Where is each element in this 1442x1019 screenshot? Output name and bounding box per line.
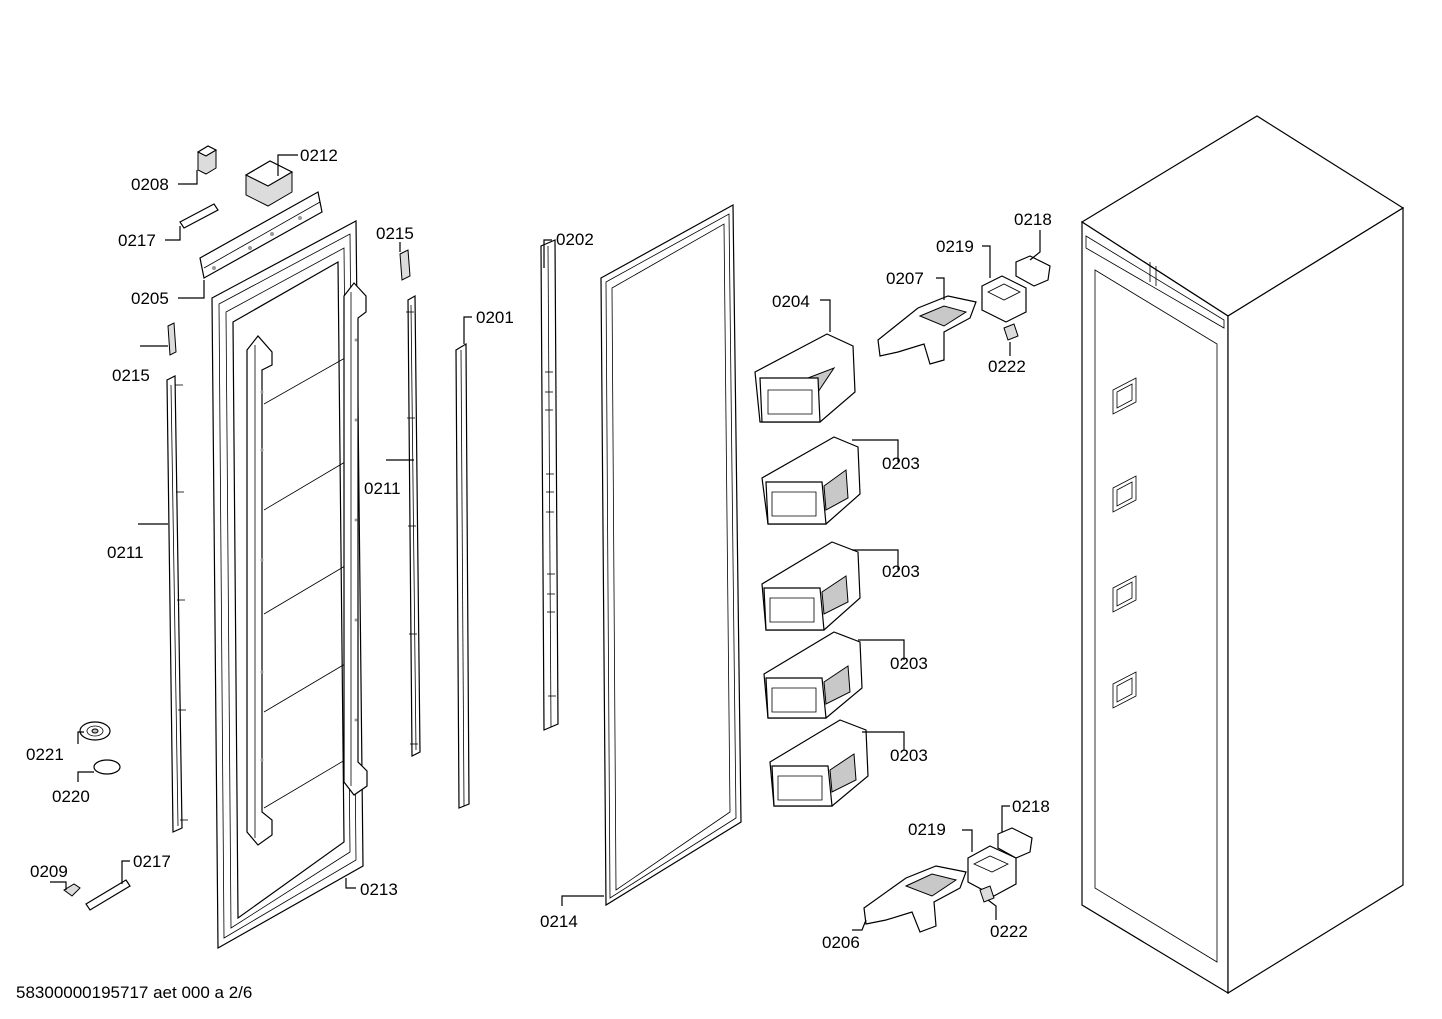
door-assembly [211, 220, 368, 950]
plate-bottom-0218 [997, 827, 1033, 859]
door-screw-holes [260, 338, 358, 762]
callout-0203: 0203 [882, 562, 920, 581]
callout-0218: 0218 [1014, 210, 1052, 229]
seal-strip [455, 342, 470, 809]
strip-bottom [85, 879, 131, 911]
callout-0203: 0203 [882, 454, 920, 473]
door-bin-0203-2 [761, 541, 861, 631]
callout-labels: 0208 0212 0217 0205 0215 0215 0211 0211 … [26, 146, 1052, 952]
callout-0218: 0218 [1012, 797, 1050, 816]
callout-0215: 0215 [112, 366, 150, 385]
frame-bar [540, 239, 559, 731]
small-bracket-left [167, 322, 177, 356]
callout-0222: 0222 [988, 357, 1026, 376]
callout-0221: 0221 [26, 745, 64, 764]
bracket-bottom-0219 [967, 845, 1017, 897]
door-bin-0203-4 [769, 719, 869, 807]
callout-0212: 0212 [300, 146, 338, 165]
callout-0204: 0204 [772, 292, 810, 311]
door-handle-left [246, 335, 273, 846]
callout-0211: 0211 [107, 543, 144, 562]
door-bin-0203-1 [761, 436, 861, 525]
small-bracket-middle [399, 249, 411, 281]
bracket-top-0219 [981, 275, 1027, 323]
callout-0208: 0208 [131, 175, 169, 194]
door-handle-right [343, 282, 368, 796]
refrigerator-cabinet [1080, 115, 1405, 995]
round-part [79, 721, 111, 741]
door-panel [600, 203, 742, 907]
clip-part [63, 883, 81, 897]
callout-0217: 0217 [133, 852, 171, 871]
callout-0202: 0202 [556, 230, 594, 249]
cap-part [196, 145, 218, 175]
callout-0203: 0203 [890, 654, 928, 673]
callout-0215: 0215 [376, 224, 414, 243]
callout-0201: 0201 [476, 308, 514, 327]
callout-0214: 0214 [540, 912, 578, 931]
callout-0220: 0220 [52, 787, 90, 806]
callout-0219: 0219 [908, 820, 946, 839]
callout-0205: 0205 [131, 289, 169, 308]
door-bin-0204 [754, 333, 856, 423]
clip-top-0222 [1003, 323, 1019, 341]
callout-0213: 0213 [360, 880, 398, 899]
callout-0217: 0217 [118, 231, 156, 250]
callout-0211: 0211 [364, 479, 401, 498]
callout-0203: 0203 [890, 746, 928, 765]
clip-bottom-0222 [979, 885, 995, 903]
strip-top [179, 203, 219, 229]
rail-left [166, 375, 188, 833]
oval-cap [93, 759, 121, 775]
callout-0219: 0219 [936, 237, 974, 256]
callout-0222: 0222 [990, 922, 1028, 941]
leader-lines [50, 154, 1041, 931]
rail-middle [406, 294, 421, 757]
callout-0206: 0206 [822, 933, 860, 952]
callout-0207: 0207 [886, 269, 924, 288]
callout-0209: 0209 [30, 862, 68, 881]
top-hinge-plate [199, 191, 323, 279]
hinge-top [877, 295, 977, 365]
hinge-cover [244, 160, 294, 207]
hinge-bottom [863, 865, 967, 933]
door-bin-0203-3 [763, 631, 863, 719]
footer-document-code: 58300000195717 aet 000 a 2/6 [16, 983, 252, 1002]
cabinet-mounting-holes [1112, 377, 1137, 709]
plate-top-0218 [1015, 255, 1051, 287]
